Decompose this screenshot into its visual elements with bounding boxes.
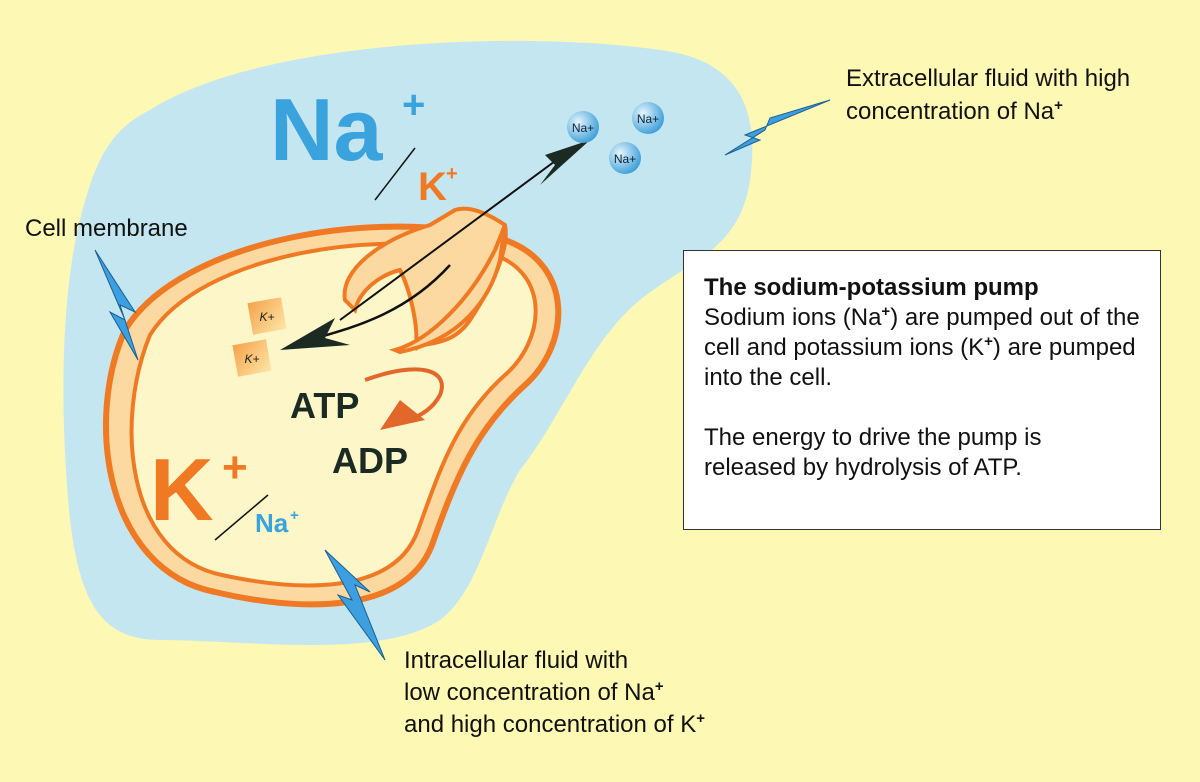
outside-k-sup: + [446,163,458,185]
inside-na-label: Na [255,508,289,538]
info-paragraph-2: The energy to drive the pump is released… [704,424,1042,481]
atp-arrowhead [380,400,425,430]
intracellular-label-line2: low concentration of Na+ [404,678,664,706]
info-text: Sodium ions (Na [704,304,882,331]
k-ion: K+ [247,297,287,335]
info-box: The sodium-potassium pump Sodium ions (N… [683,250,1161,530]
na-ion: Na+ [632,102,664,134]
k-ion: K+ [232,339,272,377]
extracellular-label-line2: concentration of Na+ [846,97,1063,125]
extracellular-pointer-icon [724,99,831,156]
intracellular-pointer-icon [324,549,386,661]
membrane-pointer-icon [94,249,139,361]
na-ion: Na+ [609,142,641,174]
outside-na-label: Na [270,80,384,179]
svg-text:K+: K+ [244,352,259,366]
outside-na-sup: + [402,83,425,127]
sup: + [881,303,891,320]
info-text: ) are pumped out of the cell and potassi… [704,304,1140,361]
info-paragraph-1: The sodium-potassium pump Sodium ions (N… [704,273,1140,393]
cell-membrane-label: Cell membrane [25,215,188,242]
svg-text:Na+: Na+ [637,112,659,126]
inside-ratio-divider [214,494,269,541]
atp-arrow [364,367,444,422]
na-out-arrowhead [540,140,590,185]
svg-text:Na+: Na+ [614,152,636,166]
intracellular-label-line3: and high concentration of K+ [404,710,705,738]
efflux-line [339,149,571,321]
outside-ratio-divider [374,147,416,201]
info-text: ) are pumped into the cell. [704,334,1136,391]
atp-label: ATP [290,385,359,426]
intracellular-label-line1: Intracellular fluid with [404,647,628,674]
k-in-arrowhead [280,318,350,350]
inside-na-sup: + [290,507,299,524]
na-ion: Na+ [567,111,599,143]
info-title: The sodium-potassium pump [704,274,1039,301]
svg-text:K+: K+ [259,310,274,324]
pump-protein [342,206,508,355]
inside-k-label: K [150,440,214,539]
sup: + [984,333,993,350]
extracellular-label-line1: Extracellular fluid with high [846,65,1130,92]
svg-text:Na+: Na+ [572,121,594,135]
adp-label: ADP [332,440,408,481]
inside-k-sup: + [222,443,248,492]
pointer-arrows [94,99,831,661]
outside-k-label: K [418,165,447,209]
